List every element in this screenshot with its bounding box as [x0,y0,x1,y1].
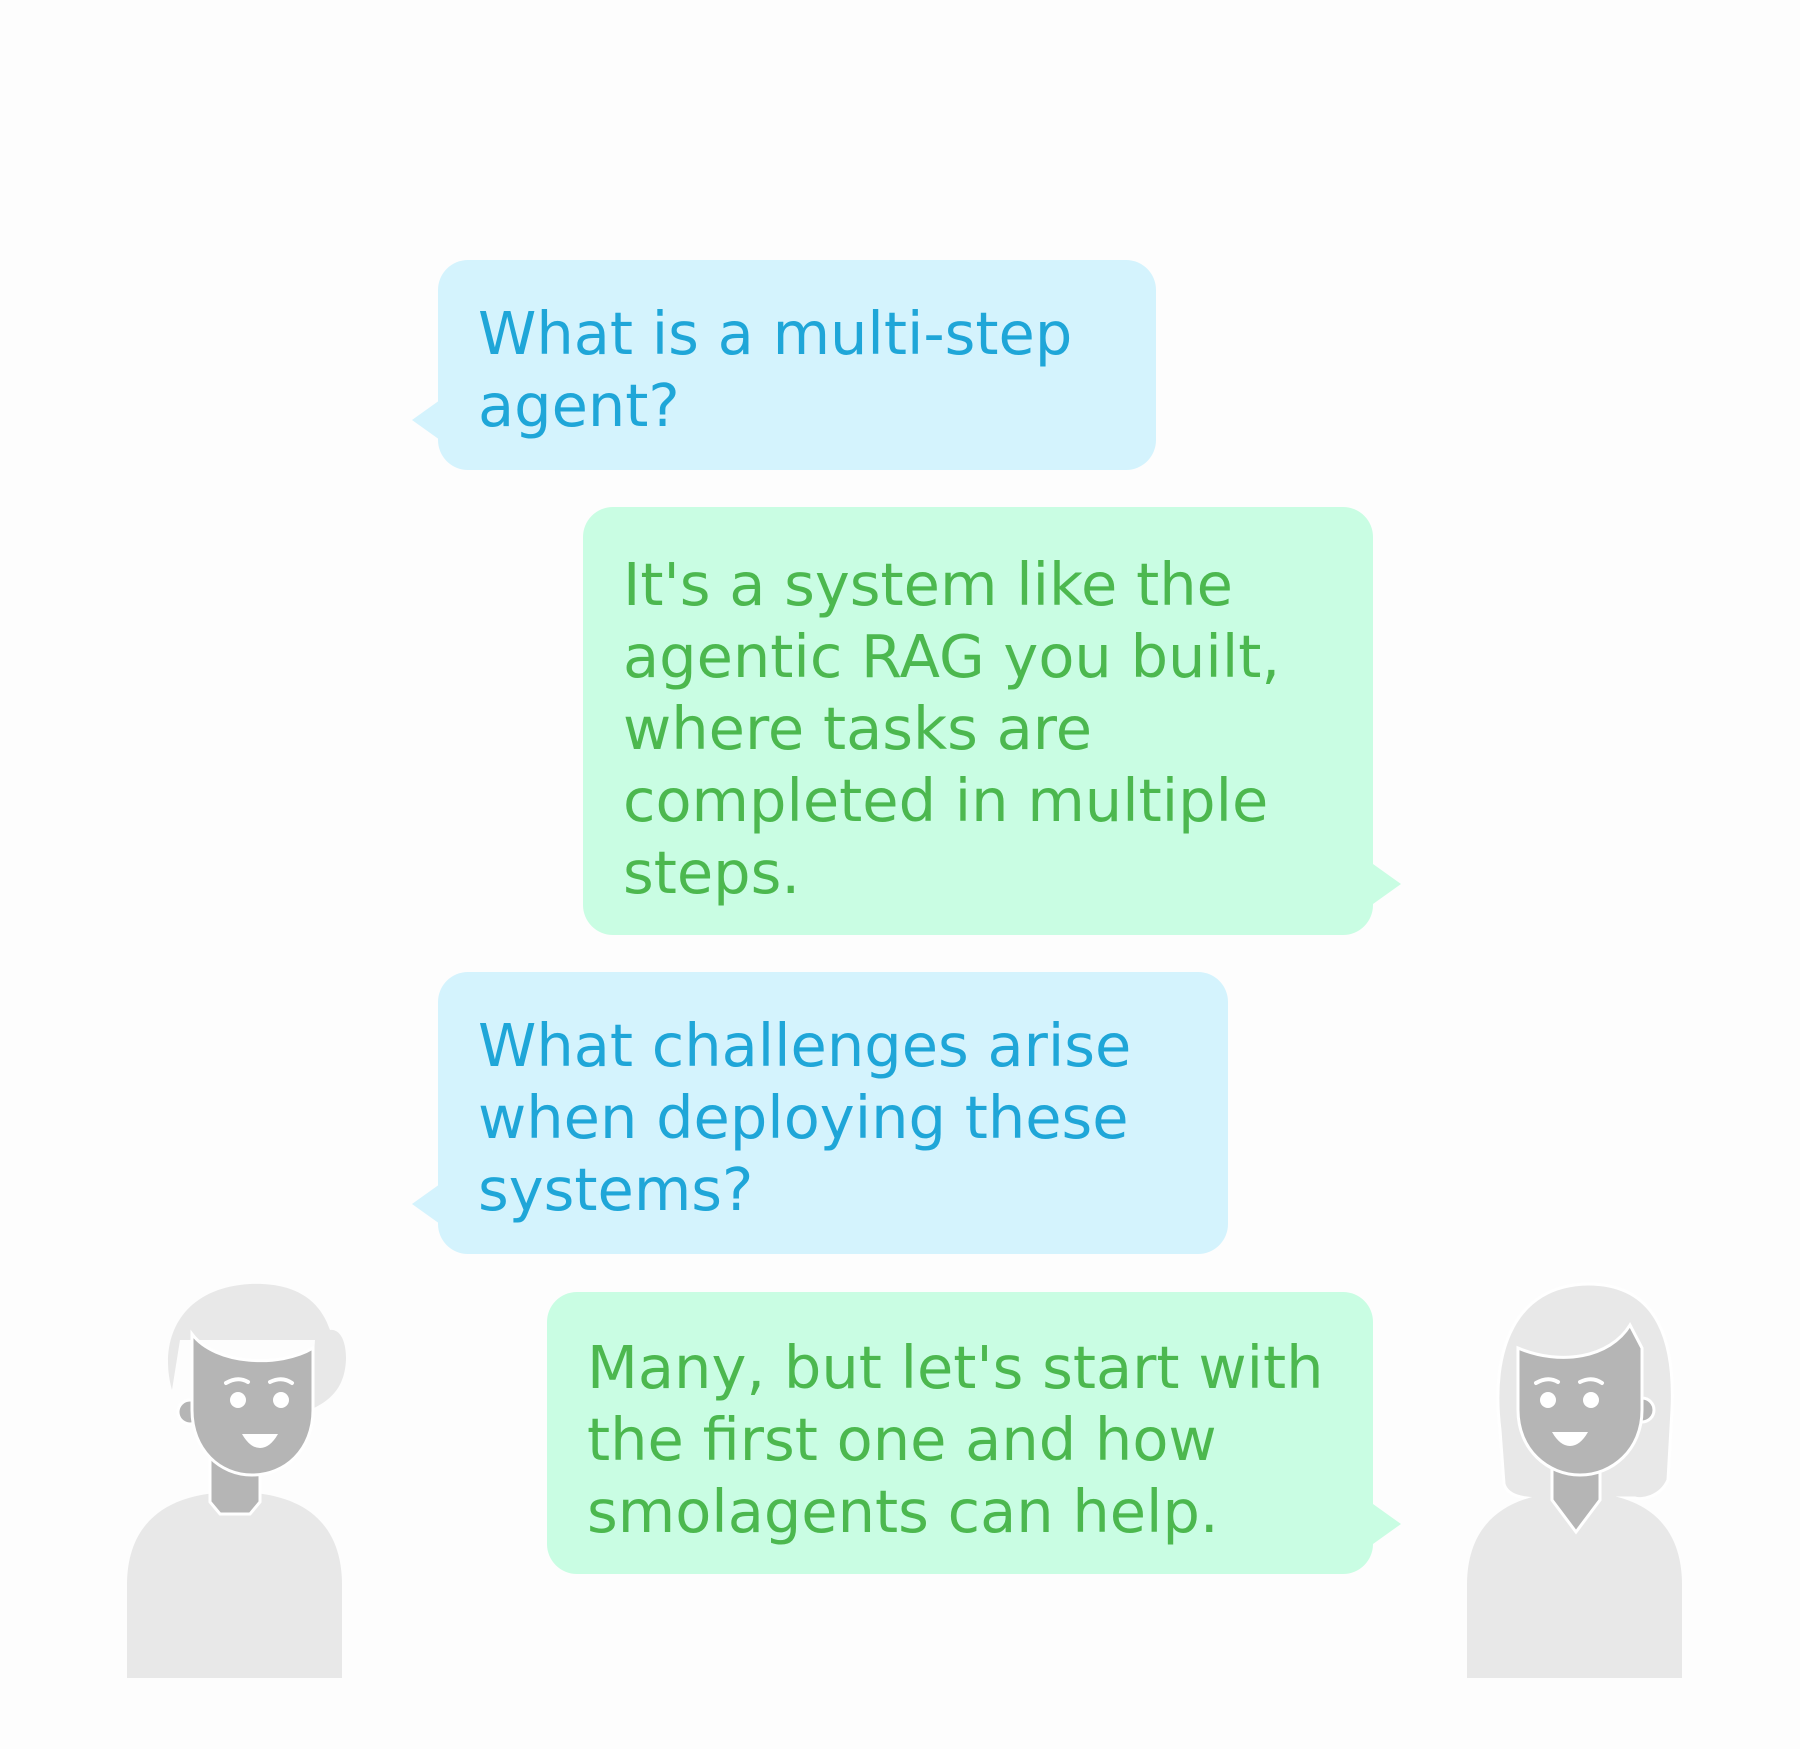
man-avatar-icon [127,1283,346,1678]
question-bubble-2-tail [412,1184,440,1224]
answer-text-1: It's a system like the agentic RAG you b… [623,550,1281,907]
answer-bubble-2: Many, but let's start with the first one… [547,1292,1373,1574]
woman-avatar-icon [1467,1282,1682,1678]
question-bubble-1: What is a multi-step agent? [438,260,1156,470]
question-bubble-1-tail [412,400,440,440]
question-text-1: What is a multi-step agent? [478,299,1073,440]
answer-bubble-1-tail [1373,864,1401,904]
question-bubble-2: What challenges arise when deploying the… [438,972,1228,1254]
answer-text-2: Many, but let's start with the first one… [587,1333,1324,1546]
answer-bubble-1: It's a system like the agentic RAG you b… [583,507,1373,935]
question-text-2: What challenges arise when deploying the… [478,1011,1132,1224]
answer-bubble-2-tail [1373,1504,1401,1544]
